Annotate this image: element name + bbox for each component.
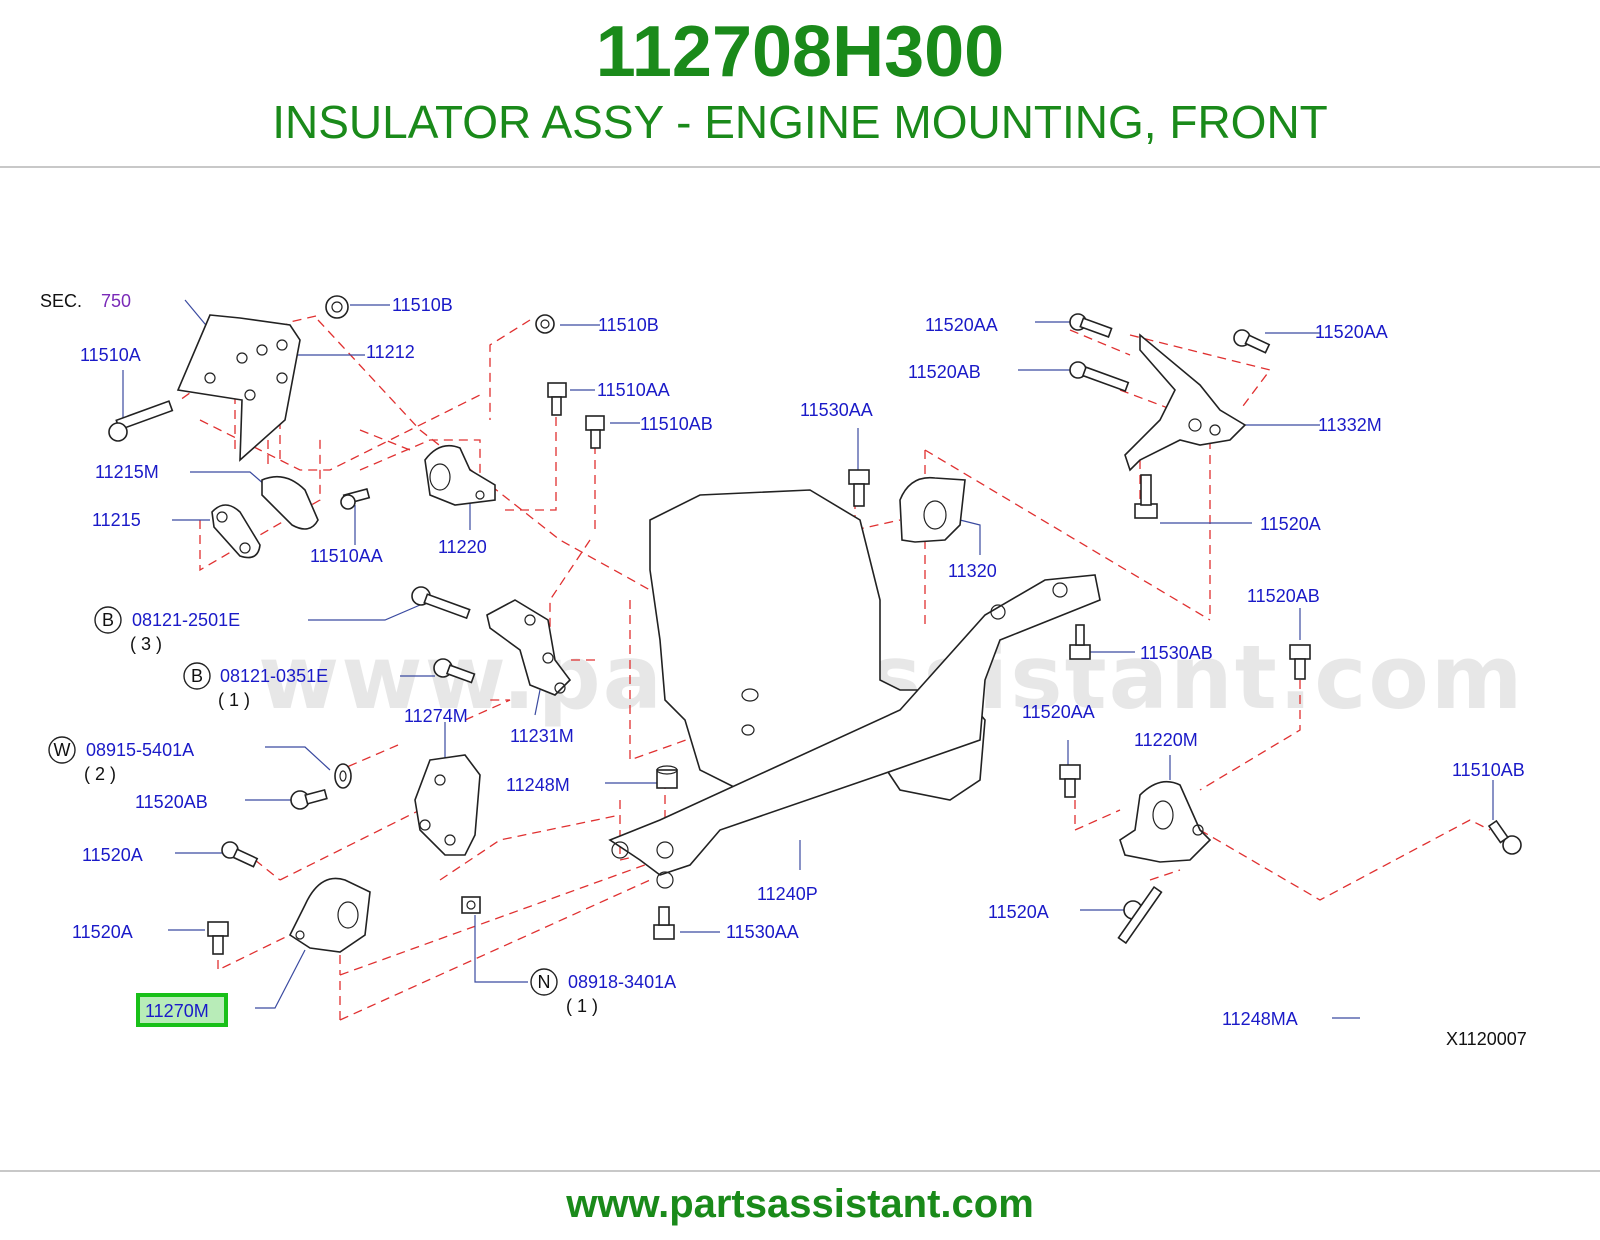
bolt-11520aa-b [1233, 329, 1271, 354]
label-11510aa-b: 11510AA [310, 546, 383, 566]
bracket-11212 [176, 314, 301, 462]
bolt-11510ab-a [585, 415, 605, 449]
label-11274m: 11274M [404, 706, 468, 726]
label-11231m: 11231M [510, 726, 574, 746]
bolt-11520ab-a [1069, 361, 1130, 393]
bolt-11520aa-a [1069, 313, 1113, 338]
bolt-11510a [108, 400, 174, 442]
label-08915-5401a: 08915-5401A [86, 740, 194, 760]
label-11530aa-a: 11530AA [800, 400, 873, 420]
bolt-11530aa-a [848, 469, 870, 507]
label-11248ma: 11248MA [1222, 1009, 1298, 1029]
label-11212: 11212 [366, 342, 415, 362]
label-11520a-b: 11520A [82, 845, 143, 865]
footer-website-url[interactable]: www.partsassistant.com [566, 1182, 1034, 1226]
label-08918-3401a: 08918-3401A [568, 972, 676, 992]
bolt-08121-0351e [433, 658, 476, 684]
bolt-11520ab-c [290, 788, 328, 810]
label-11520aa-c: 11520AA [1022, 702, 1095, 722]
label-11220: 11220 [438, 537, 487, 557]
label-11520ab-b: 11520AB [1247, 586, 1320, 606]
label-11510ab-a: 11510AB [640, 414, 713, 434]
label-11215m: 11215M [95, 462, 159, 482]
sec-number-label: 750 [101, 291, 131, 311]
label-11520aa-b: 11520AA [1315, 322, 1388, 342]
label-11220m: 11220M [1134, 730, 1198, 750]
label-qty-1-a: ( 1 ) [218, 690, 250, 710]
label-11320: 11320 [948, 561, 997, 581]
bolt-11510aa-b [340, 487, 371, 510]
label-11520ab-c: 11520AB [135, 792, 208, 812]
mount-11320 [899, 476, 966, 543]
bolt-11520a-b [221, 841, 259, 868]
label-qty-2: ( 2 ) [84, 764, 116, 784]
nut-08918-3401a [461, 896, 481, 914]
label-11530ab: 11530AB [1140, 643, 1213, 663]
bolt-11520a-a [1134, 474, 1158, 519]
label-11510b-b: 11510B [598, 315, 659, 335]
nut-11248m [656, 765, 678, 789]
label-11520a-c: 11520A [988, 902, 1049, 922]
bolt-11520a-d [1117, 885, 1163, 945]
link-11215 [211, 504, 261, 559]
bracket-11274m [414, 754, 481, 856]
bolt-11520ab-b [1289, 644, 1311, 680]
circle-letter-w: W [54, 740, 71, 760]
bolt-11520aa-c [1059, 764, 1081, 798]
mount-11270m [288, 877, 371, 953]
mount-11220 [424, 444, 496, 506]
bolt-11510aa-a [547, 382, 567, 416]
label-08121-0351e: 08121-0351E [220, 666, 328, 686]
assembly-dashed-lines [179, 315, 1491, 1021]
circle-letter-b1: B [102, 610, 114, 630]
label-11332m: 11332M [1318, 415, 1382, 435]
page-header: 112708H300 INSULATOR ASSY - ENGINE MOUNT… [0, 0, 1600, 170]
label-11240p: 11240P [757, 884, 818, 904]
label-11248m: 11248M [506, 775, 570, 795]
circle-letter-b2: B [191, 666, 203, 686]
label-qty-1-b: ( 1 ) [566, 996, 598, 1016]
label-11510aa-a: 11510AA [597, 380, 670, 400]
bolt-11530ab [1069, 624, 1091, 660]
diagram-ref-code: X1120007 [1446, 1029, 1527, 1049]
circle-badge-n [530, 968, 558, 996]
bolt-11520a-c [207, 921, 229, 955]
footer-divider [0, 1170, 1600, 1172]
mount-11220m [1119, 780, 1212, 863]
bolt-08121-2501e [411, 586, 471, 620]
highlight-box-11270m [136, 993, 228, 1027]
label-11520a-d: 11520A [72, 922, 133, 942]
bracket-11231m [486, 599, 572, 696]
label-08121-2501e: 08121-2501E [132, 610, 240, 630]
part-name-subtitle: INSULATOR ASSY - ENGINE MOUNTING, FRONT [272, 96, 1328, 148]
circle-badge-w [48, 736, 76, 764]
label-11215: 11215 [92, 510, 141, 530]
link-11215m [261, 475, 319, 530]
nut-11510b-a [325, 295, 349, 319]
label-11520a-a: 11520A [1260, 514, 1321, 534]
part-number-title: 112708H300 [595, 12, 1005, 92]
member-11240p [608, 574, 1101, 889]
circle-badge-b1 [94, 606, 122, 634]
label-11520aa-a: 11520AA [925, 315, 998, 335]
circle-letter-n: N [538, 972, 551, 992]
circle-badge-b2 [183, 662, 211, 690]
nut-11510b-b [535, 314, 555, 334]
bolt-11510ab-b [1487, 819, 1522, 855]
sec-prefix-label: SEC. [40, 291, 82, 311]
part-labels: SEC. 750 11510B 11510B 11212 11510A 1151… [40, 291, 1527, 1049]
label-11530aa-b: 11530AA [726, 922, 799, 942]
label-11270m: 11270M [145, 1001, 209, 1021]
bracket-11332m [1124, 333, 1247, 472]
label-qty-3: ( 3 ) [130, 634, 162, 654]
washer-08915-5401a [334, 763, 352, 789]
label-11510b-a: 11510B [392, 295, 453, 315]
label-11510a: 11510A [80, 345, 141, 365]
bolt-11530aa-b [653, 906, 675, 940]
label-11510ab-b: 11510AB [1452, 760, 1525, 780]
header-divider [0, 166, 1600, 168]
label-11520ab-a: 11520AB [908, 362, 981, 382]
